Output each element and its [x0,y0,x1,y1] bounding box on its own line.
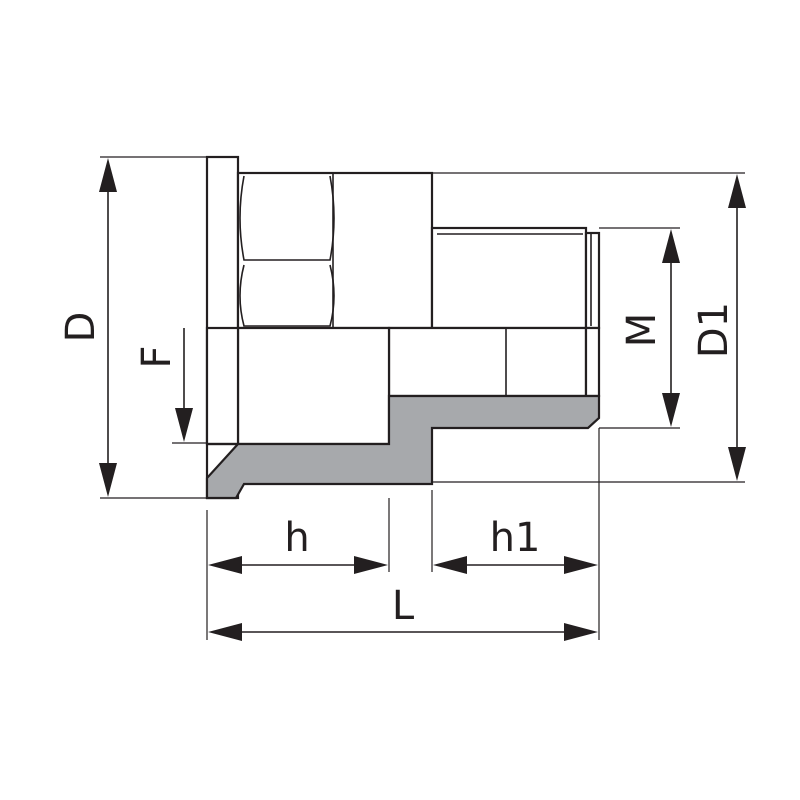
label-D1: D1 [691,302,737,358]
label-L: L [392,583,415,629]
thread-end-lower [584,326,601,398]
socket-bore [236,326,391,446]
extension-lines [100,156,745,640]
hex-body [236,171,434,330]
collar-lower [205,326,240,446]
spigot-lower [387,326,588,398]
dimension-h [208,556,388,574]
label-D: D [58,312,104,343]
label-M: M [619,313,665,348]
dimension-M [662,229,680,427]
fitting-body [205,155,601,500]
label-F: F [134,345,180,368]
dimension-F [175,328,193,442]
dimension-L [208,623,598,641]
label-h1: h1 [490,515,541,561]
label-h: h [284,515,309,561]
dimension-D1 [728,174,746,481]
spigot-upper [430,226,588,330]
thread-end-upper [584,231,601,330]
dimension-D [99,158,117,497]
dimension-h1 [433,556,598,574]
